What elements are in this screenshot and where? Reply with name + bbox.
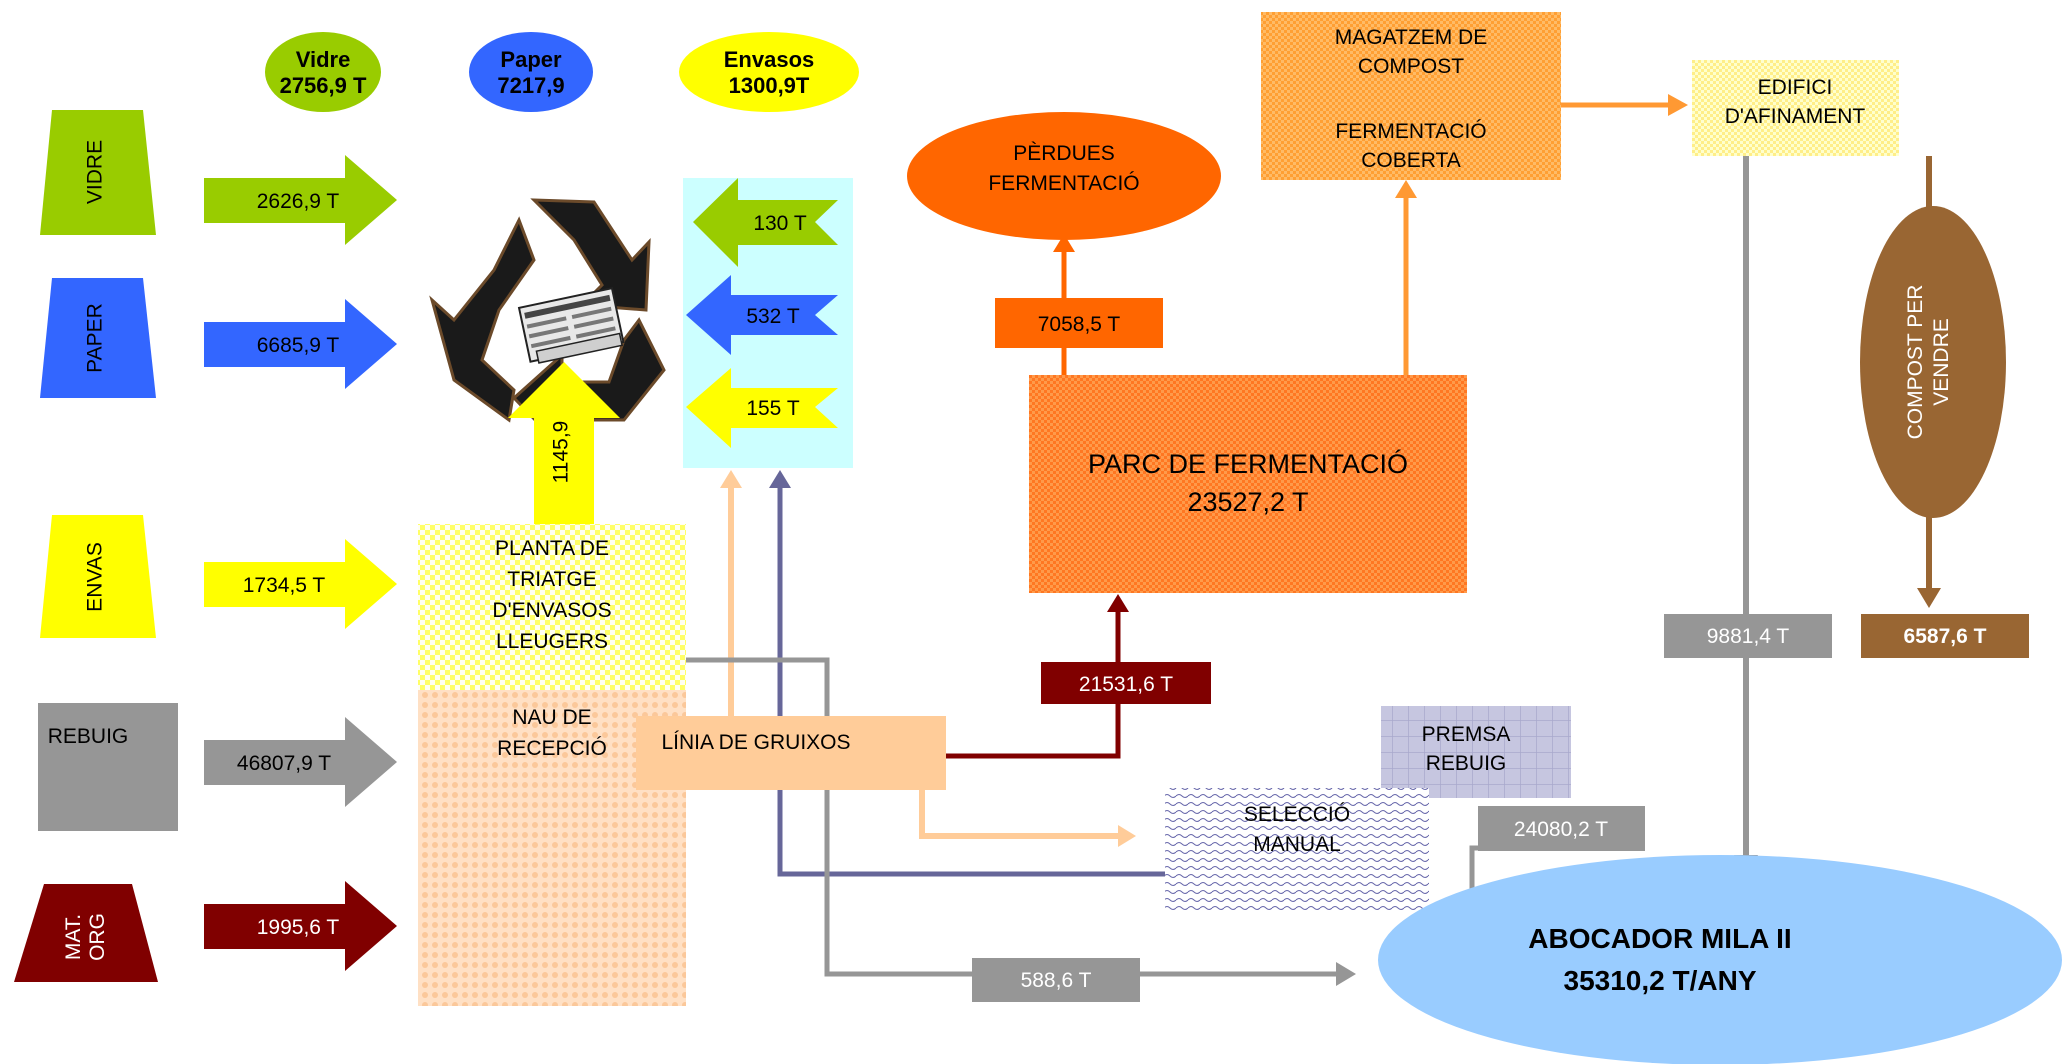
return-arrow-envas: 155 T (686, 368, 838, 448)
source-paper: PAPER (40, 278, 156, 398)
arrow-envas-label: 1734,5 T (243, 574, 326, 597)
edifici-line2: D'AFINAMENT (1725, 105, 1866, 128)
seleccio-box (1165, 788, 1429, 910)
perdues-line2: FERMENTACIÓ (988, 172, 1139, 195)
source-envas: ENVAS (40, 515, 156, 638)
connector-navy (769, 470, 1165, 877)
planta-line3: D'ENVASOS (492, 599, 611, 622)
source-matorg: MAT. ORG (14, 884, 158, 982)
source-rebuig: REBUIG (38, 703, 178, 831)
magatzem-box (1261, 12, 1561, 180)
source-paper-label: PAPER (84, 303, 107, 373)
premsa-line2: REBUIG (1426, 752, 1507, 775)
abocador-ellipse: ABOCADOR MILA II 35310,2 T/ANY (1378, 855, 2062, 1064)
parc-line1: PARC DE FERMENTACIÓ (1088, 448, 1408, 479)
compost-line1: COMPOST PER (1904, 285, 1927, 440)
nau-line2: RECEPCIÓ (497, 737, 607, 760)
perdues-label: 7058,5 T (1038, 313, 1121, 336)
planta-line2: TRIATGE (507, 568, 596, 591)
perdues-ellipse: PÈRDUES FERMENTACIÓ (907, 112, 1221, 240)
edifici-box (1692, 60, 1899, 156)
perdues-line1: PÈRDUES (1013, 142, 1115, 165)
premsa-box (1381, 706, 1571, 798)
return-vidre-label: 130 T (753, 212, 806, 235)
source-matorg-line2: ORG (86, 913, 109, 961)
arrow-up-envasos: 1145,9 (508, 362, 620, 524)
abocador-line1: ABOCADOR MILA II (1528, 923, 1791, 954)
envasos-total-ellipse: Envasos 1300,9T (679, 32, 859, 112)
return-arrow-vidre: 130 T (693, 178, 838, 267)
vidre-total-name: Vidre (296, 47, 351, 72)
arrow-paper: 6685,9 T (204, 299, 397, 389)
envasos-total-name: Envasos (724, 47, 815, 72)
premsa-out-label-box (1478, 806, 1645, 851)
return-arrow-paper: 532 T (686, 275, 838, 355)
linia-gruixos-box (636, 716, 946, 790)
magatzem-line4: COBERTA (1361, 149, 1461, 172)
arrow-rebuig-label: 46807,9 T (237, 752, 331, 775)
source-matorg-line1: MAT. (62, 914, 85, 960)
abocador-line2: 35310,2 T/ANY (1564, 965, 1757, 996)
paper-total-value: 7217,9 (497, 73, 564, 98)
arrow-vidre-label: 2626,9 T (257, 190, 340, 213)
arrow-up-label: 1145,9 (550, 421, 573, 484)
compost-out-label-box (1861, 614, 2029, 658)
arrow-matorg: 1995,6 T (204, 881, 397, 971)
vidre-total-ellipse: Vidre 2756,9 T (265, 32, 381, 112)
return-paper-label: 532 T (746, 305, 799, 328)
connector-peach (720, 470, 1136, 847)
vidre-total-value: 2756,9 T (280, 73, 367, 98)
seleccio-line2: MANUAL (1253, 833, 1341, 856)
rebuig-direct-label-box (972, 958, 1140, 1002)
seleccio-line1: SELECCIÓ (1244, 803, 1350, 826)
source-rebuig-label: REBUIG (48, 725, 129, 748)
paper-total-ellipse: Paper 7217,9 (469, 32, 593, 112)
compost-out-label: 6587,6 T (1904, 625, 1987, 648)
premsa-line1: PREMSA (1422, 723, 1511, 746)
arrow-vidre: 2626,9 T (204, 155, 397, 245)
parc-fermentacio-box (1029, 375, 1467, 593)
magatzem-line3: FERMENTACIÓ (1335, 120, 1486, 143)
arrow-paper-label: 6685,9 T (257, 334, 340, 357)
compost-ellipse: COMPOST PER VENDRE (1860, 206, 2006, 518)
connector-maroon (946, 594, 1129, 759)
arrow-envas: 1734,5 T (204, 539, 397, 629)
return-envas-label: 155 T (746, 397, 799, 420)
parc-line2: 23527,2 T (1187, 487, 1308, 517)
edifici-out-label: 9881,4 T (1707, 625, 1790, 648)
planta-line1: PLANTA DE (495, 537, 609, 560)
magatzem-line2: COMPOST (1358, 55, 1464, 78)
planta-line4: LLEUGERS (496, 630, 608, 653)
edifici-out-label-box (1664, 614, 1832, 658)
arrow-matorg-label: 1995,6 T (257, 916, 340, 939)
envasos-total-value: 1300,9T (729, 73, 810, 98)
source-vidre-label: VIDRE (84, 140, 107, 204)
premsa-out-label: 24080,2 T (1514, 818, 1608, 841)
magatzem-line1: MAGATZEM DE (1335, 26, 1487, 49)
edifici-line1: EDIFICI (1758, 76, 1833, 99)
paper-total-name: Paper (500, 47, 562, 72)
source-envas-label: ENVAS (84, 542, 107, 612)
rebuig-direct-label: 588,6 T (1021, 969, 1092, 992)
nau-line1: NAU DE (512, 706, 591, 729)
connector-parc-magatzem (1395, 94, 1688, 375)
compost-line2: VENDRE (1930, 318, 1953, 406)
parc-in-label: 21531,6 T (1079, 673, 1173, 696)
parc-in-label-box (1041, 662, 1211, 704)
arrow-rebuig: 46807,9 T (204, 717, 397, 807)
linia-label: LÍNIA DE GRUIXOS (661, 731, 850, 754)
connector-edifici-abocador (1734, 156, 1758, 876)
source-vidre: VIDRE (40, 110, 156, 235)
perdues-label-box (995, 298, 1163, 348)
planta-triatge-box (418, 524, 686, 690)
